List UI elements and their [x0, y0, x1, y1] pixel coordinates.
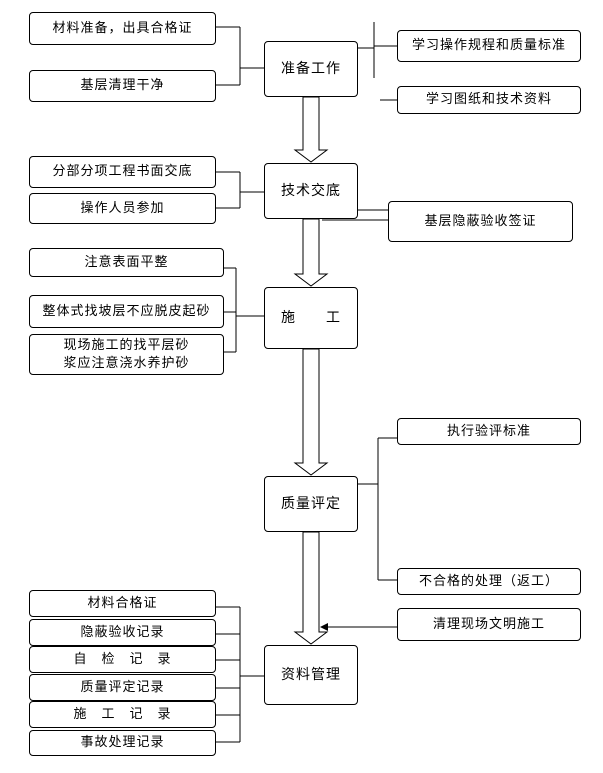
clean-base-box: 基层清理干净 [29, 70, 216, 102]
rework-box: 不合格的处理（返工） [397, 568, 581, 595]
written-disclosure-box: 分部分项工程书面交底 [29, 156, 216, 188]
record-quality-box: 质量评定记录 [29, 674, 216, 701]
record-cert-box: 材料合格证 [29, 590, 216, 617]
curing-box: 现场施工的找平层砂 浆应注意浇水养护砂 [29, 334, 224, 375]
clean-site-box: 清理现场文明施工 [397, 608, 581, 641]
acceptance-sign-box: 基层隐蔽验收签证 [388, 201, 573, 242]
staff-attend-box: 操作人员参加 [29, 193, 216, 224]
no-peeling-box: 整体式找坡层不应脱皮起砂 [29, 295, 224, 328]
record-self-box: 自 检 记 录 [29, 646, 216, 673]
record-accident-box: 事故处理记录 [29, 730, 216, 756]
record-hidden-box: 隐蔽验收记录 [29, 619, 216, 646]
records-step: 资料管理 [264, 645, 358, 705]
materials-cert-box: 材料准备，出具合格证 [29, 12, 216, 45]
learn-drawings-box: 学习图纸和技术资料 [397, 86, 581, 114]
construction-step: 施 工 [264, 287, 358, 349]
surface-flat-box: 注意表面平整 [29, 248, 224, 277]
record-construction-box: 施 工 记 录 [29, 701, 216, 728]
quality-step: 质量评定 [264, 476, 358, 532]
learn-rules-box: 学习操作规程和质量标准 [397, 30, 581, 62]
prep-step: 准备工作 [264, 41, 358, 97]
standard-box: 执行验评标准 [397, 418, 581, 445]
disclosure-step: 技术交底 [264, 163, 358, 219]
